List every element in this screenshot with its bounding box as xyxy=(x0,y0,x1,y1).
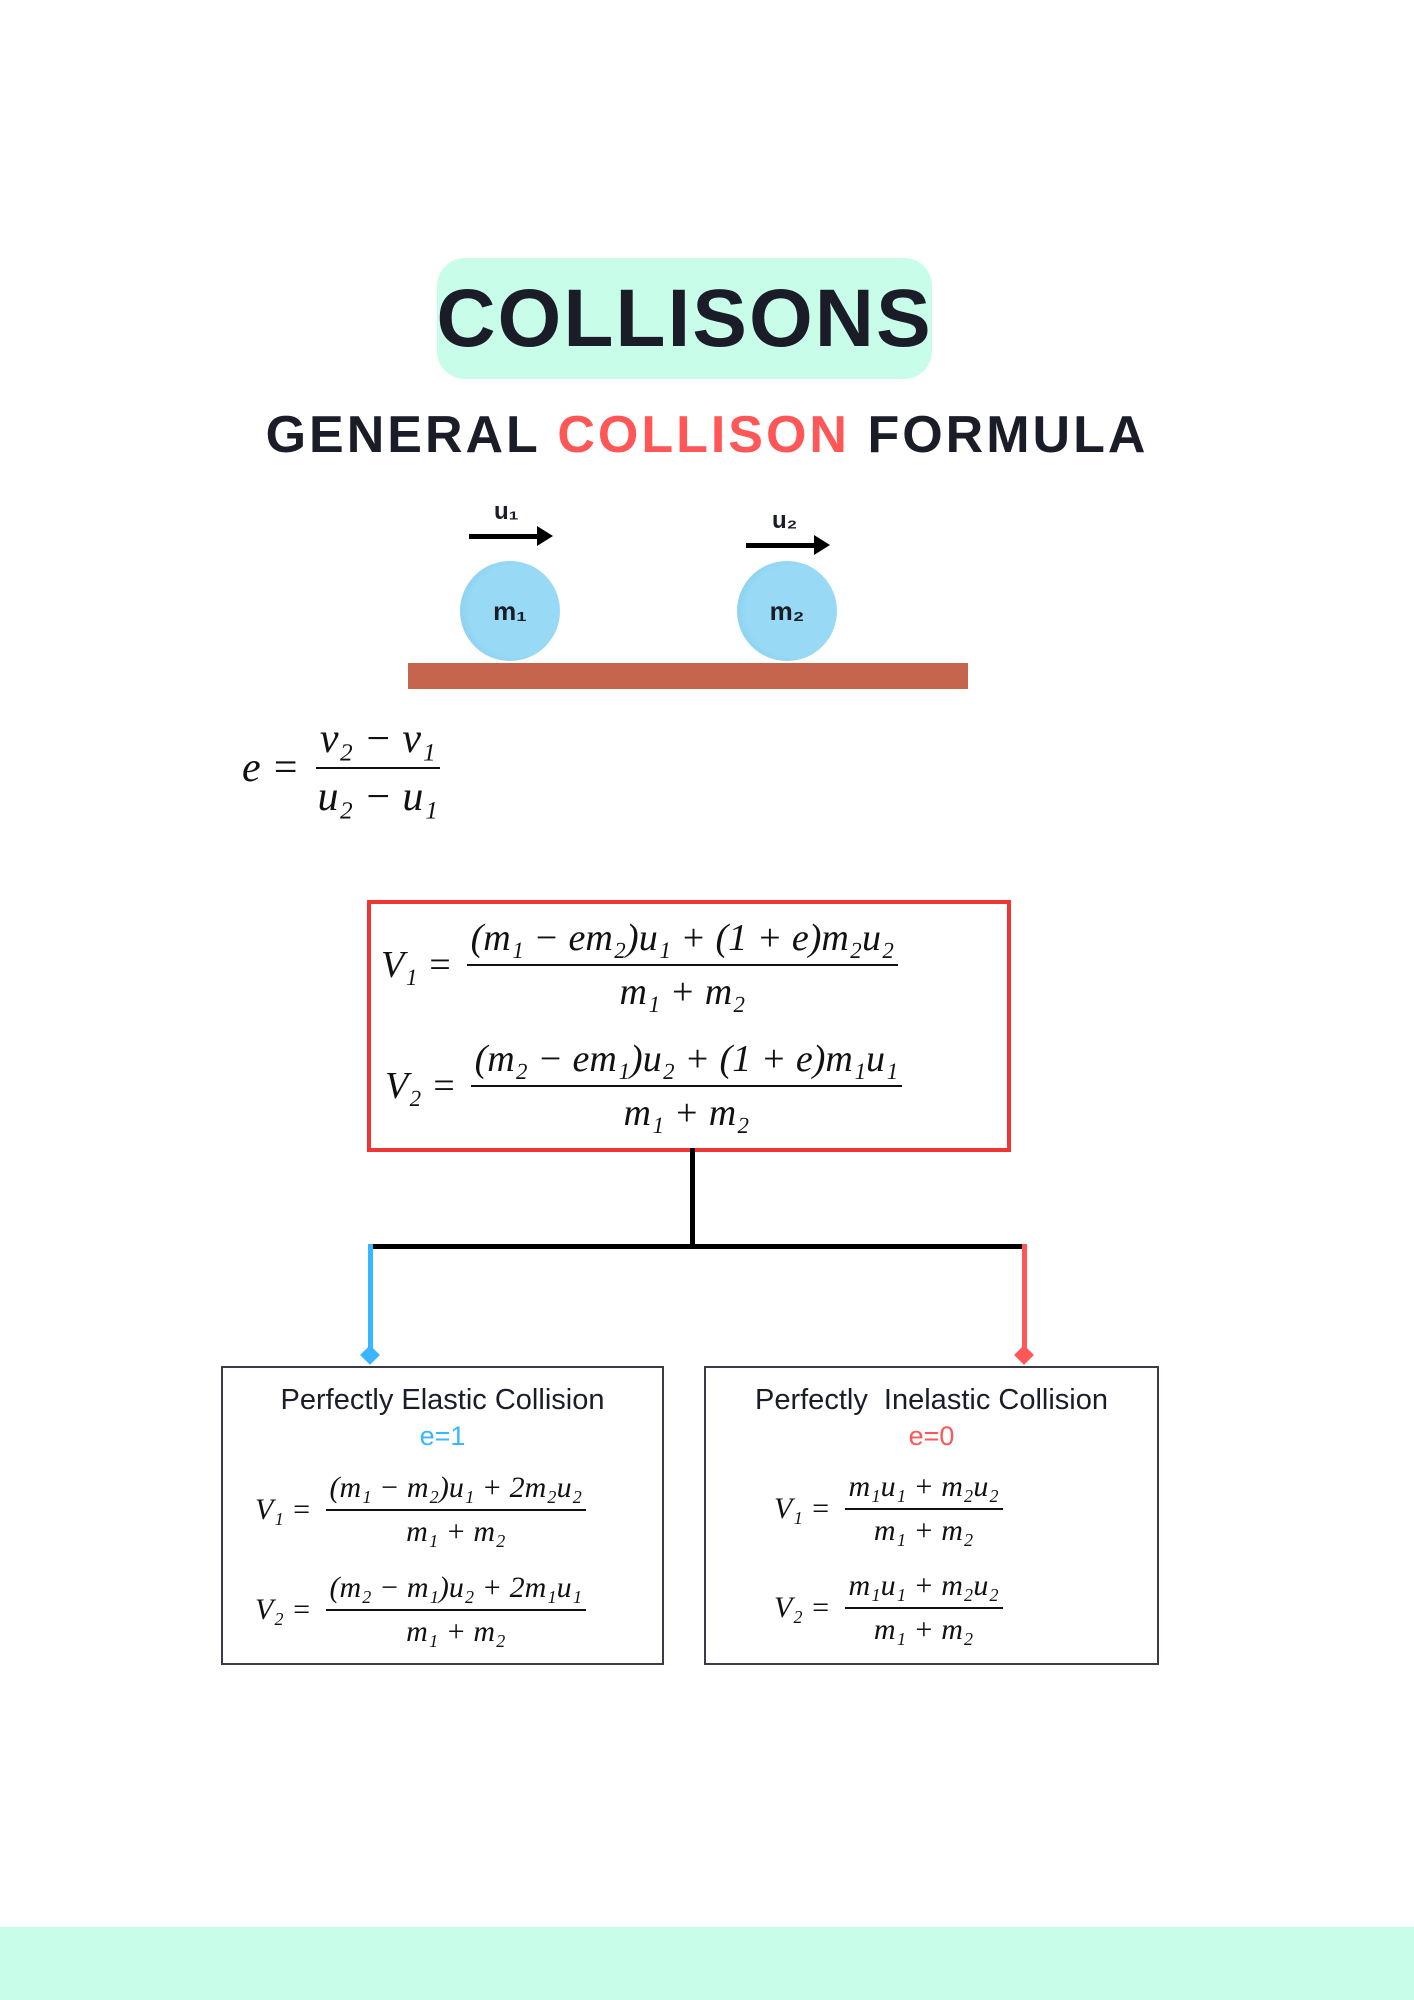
ball-m2: m₂ xyxy=(737,561,837,661)
formula-lhs: V₁ = xyxy=(774,1492,831,1525)
case-e-value: e=0 xyxy=(908,1421,955,1451)
connector-inelastic xyxy=(1022,1244,1027,1354)
subtitle-part2: FORMULA xyxy=(867,406,1149,464)
formula-v2: V₂ = (m₂ − m₁)u₂ + 2m₁u₁ m₁ + m₂ xyxy=(255,1571,587,1649)
formula-v1: V₁ = m₁u₁ + m₂u₂ m₁ + m₂ xyxy=(774,1470,1003,1548)
formula-lhs: e = xyxy=(242,745,300,791)
arrow-right-icon xyxy=(746,535,830,555)
title-banner: COLLISONS xyxy=(436,258,933,379)
connector-elastic xyxy=(368,1244,373,1354)
velocity-label-u2: u₂ xyxy=(772,507,798,534)
formula-numerator: m₁u₁ + m₂u₂ xyxy=(844,1569,1003,1609)
restitution-formula: e = v₂ − v₁ u₂ − u₁ xyxy=(242,714,442,822)
formula-lhs: V₂ = xyxy=(774,1591,831,1624)
ball-m1: m₁ xyxy=(460,561,560,661)
elastic-collision-box: Perfectly Elastic Collision e=1 V₁ = (m₁… xyxy=(221,1366,664,1665)
formula-numerator: (m₁ − em₂)u₁ + (1 + e)m₂u₂ xyxy=(466,916,899,966)
formula-denominator: m₁ + m₂ xyxy=(406,1515,506,1548)
formula-v2: V₂ = m₁u₁ + m₂u₂ m₁ + m₂ xyxy=(774,1569,1003,1647)
connector-horizontal xyxy=(370,1244,1026,1249)
formula-denominator: m₁ + m₂ xyxy=(873,1613,974,1646)
diamond-icon xyxy=(360,1345,380,1365)
case-title: Perfectly Elastic Collision xyxy=(280,1384,605,1416)
formula-lhs: V₁ = xyxy=(381,944,453,986)
footer-band xyxy=(0,1927,1414,2000)
inelastic-collision-box: Perfectly Inelastic Collision e=0 V₁ = m… xyxy=(704,1366,1159,1665)
formula-denominator: m₁ + m₂ xyxy=(873,1514,974,1547)
formula-numerator: (m₂ − m₁)u₂ + 2m₁u₁ xyxy=(325,1571,587,1611)
formula-denominator: m₁ + m₂ xyxy=(619,971,746,1013)
formula-lhs: V₂ = xyxy=(255,1593,312,1626)
formula-denominator: m₁ + m₂ xyxy=(406,1615,506,1648)
case-title: Perfectly Inelastic Collision xyxy=(755,1384,1108,1416)
formula-v1: V₁ = (m₁ − em₂)u₁ + (1 + e)m₂u₂ m₁ + m₂ xyxy=(381,916,899,1014)
case-e-value: e=1 xyxy=(419,1421,466,1451)
formula-lhs: V₁ = xyxy=(255,1493,312,1526)
formula-denominator: u₂ − u₁ xyxy=(317,774,439,820)
formula-numerator: (m₁ − m₂)u₁ + 2m₂u₂ xyxy=(325,1471,587,1511)
ball-m1-label: m₁ xyxy=(493,595,527,626)
formula-numerator: v₂ − v₁ xyxy=(315,715,440,769)
subtitle-part1: GENERAL xyxy=(265,406,540,464)
formula-numerator: (m₂ − em₁)u₂ + (1 + e)m₁u₁ xyxy=(470,1037,903,1087)
diamond-icon xyxy=(1014,1345,1034,1365)
page-title: COLLISONS xyxy=(436,272,933,364)
formula-denominator: m₁ + m₂ xyxy=(623,1092,750,1134)
ball-m2-label: m₂ xyxy=(769,595,805,626)
general-formula-box: V₁ = (m₁ − em₂)u₁ + (1 + e)m₂u₂ m₁ + m₂ V… xyxy=(367,900,1011,1152)
velocity-label-u1: u₁ xyxy=(494,498,519,525)
formula-v2: V₂ = (m₂ − em₁)u₂ + (1 + e)m₁u₁ m₁ + m₂ xyxy=(385,1037,903,1135)
subtitle-highlight: COLLISON xyxy=(557,406,850,464)
formula-lhs: V₂ = xyxy=(385,1065,457,1107)
formula-v1: V₁ = (m₁ − m₂)u₁ + 2m₂u₂ m₁ + m₂ xyxy=(255,1471,587,1549)
arrow-right-icon xyxy=(469,526,553,546)
subtitle: GENERAL COLLISON FORMULA xyxy=(0,405,1414,465)
connector-vertical xyxy=(690,1148,695,1248)
formula-numerator: m₁u₁ + m₂u₂ xyxy=(844,1470,1003,1510)
ground-surface xyxy=(408,663,968,689)
